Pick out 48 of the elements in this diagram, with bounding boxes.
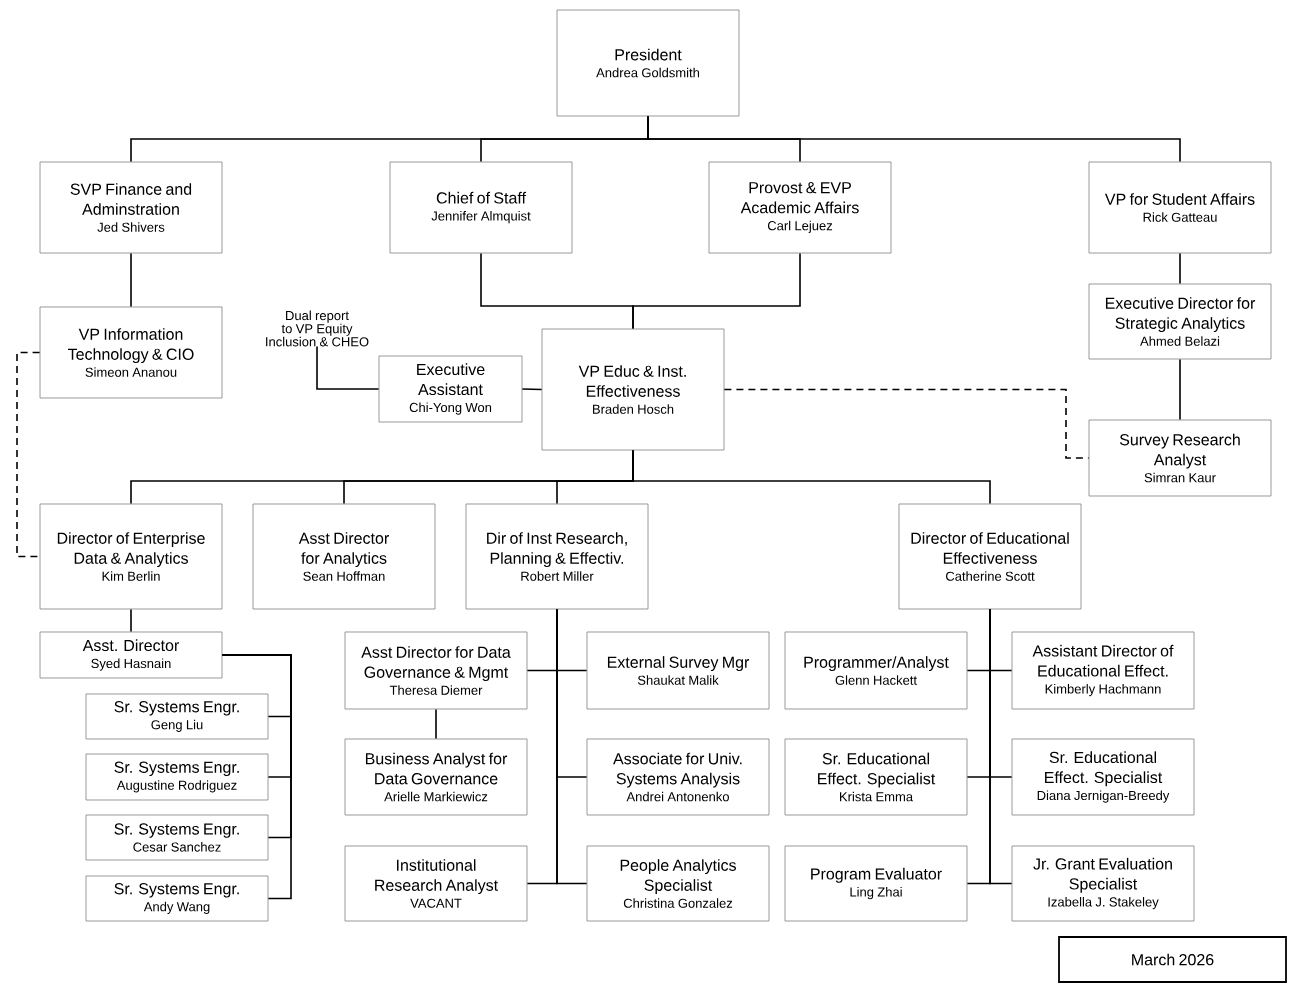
position-box: External Survey Mgr Shaukat Malik (586, 631, 770, 710)
position-box: VP Educ & Inst. Effectiveness Braden Hosch (541, 328, 725, 451)
position-box: Sr. Systems Engr. Cesar Sanchez (85, 814, 269, 861)
position-box: VP for Student Affairs Rick Gatteau (1088, 161, 1272, 254)
connector-line (221, 654, 292, 900)
connector-line (521, 388, 543, 391)
position-box: Sr. Educational Effect. Specialist Krista Emma (784, 738, 968, 816)
position-box: Institutional Research Analyst VACANT (344, 845, 528, 922)
connector-line (130, 252, 132, 308)
position-box: Executive Director for Strategic Analytics Ahmed Belazi (1088, 283, 1272, 360)
position-box: Chief of Staff Jennifer Almquist (389, 161, 573, 254)
position-box: Program Evaluator Ling Zhai (784, 845, 968, 922)
connector-line (16, 351, 41, 558)
connector-line (556, 608, 588, 885)
note-text: Dual report to VP Equity Inclusion & CHEO (266, 310, 369, 347)
connector-line (1179, 358, 1181, 421)
position-box: Sr. Systems Engr. Geng Liu (85, 693, 269, 740)
position-box: Jr. Grant Evaluation Specialist Izabella J. Stakeley (1011, 845, 1195, 922)
connector-line (1179, 252, 1181, 285)
position-box: Business Analyst for Data Governance Arielle Markiewicz (344, 738, 528, 816)
connector-line (130, 608, 132, 633)
connector-line (316, 345, 380, 390)
connector-line (632, 449, 991, 505)
connector-line (723, 388, 1090, 459)
position-box: Provost & EVP Academic Affairs Carl Lejuez (708, 161, 892, 254)
position-box: Director of Educational Effectiveness Catherine Scott (898, 503, 1082, 610)
position-box: Executive Assistant Chi-Yong Won (378, 355, 523, 423)
position-box: VP Information Technology & CIO Simeon Ananou (39, 306, 223, 399)
position-box: Asst. Director Syed Hasnain (39, 631, 223, 679)
position-box: Sr. Systems Engr. Andy Wang (85, 875, 269, 922)
connector-line (647, 115, 1181, 163)
connector-line (989, 608, 1013, 885)
position-box: Dir of Inst Research, Planning & Effectiv. Robert Miller (465, 503, 649, 610)
position-box: Sr. Educational Effect. Specialist Diana Jernigan-Breedy (1011, 738, 1195, 816)
position-box: People Analytics Specialist Christina Gonzalez (586, 845, 770, 922)
position-box: Associate for Univ. Systems Analysis Andrei Antonenko (586, 738, 770, 816)
connector-line (632, 252, 801, 330)
date-box: March 2026 (1058, 936, 1287, 983)
position-box: Survey Research Analyst Simran Kaur (1088, 419, 1272, 497)
position-box: Asst Director for Data Governance & Mgmt Theresa Diemer (344, 631, 528, 710)
connector-line (435, 708, 437, 740)
position-box: Programmer/Analyst Glenn Hackett (784, 631, 968, 710)
position-box: SVP Finance and Adminstration Jed Shivers (39, 161, 223, 254)
position-box: Sr. Systems Engr. Augustine Rodriguez (85, 753, 269, 801)
position-box: Assistant Director of Educational Effect. Kimberly Hachmann (1011, 631, 1195, 710)
position-box: Director of Enterprise Data & Analytics Kim Berlin (39, 503, 223, 610)
position-box: Asst Director for Analytics Sean Hoffman (252, 503, 436, 610)
position-box: President Andrea Goldsmith (556, 9, 740, 117)
